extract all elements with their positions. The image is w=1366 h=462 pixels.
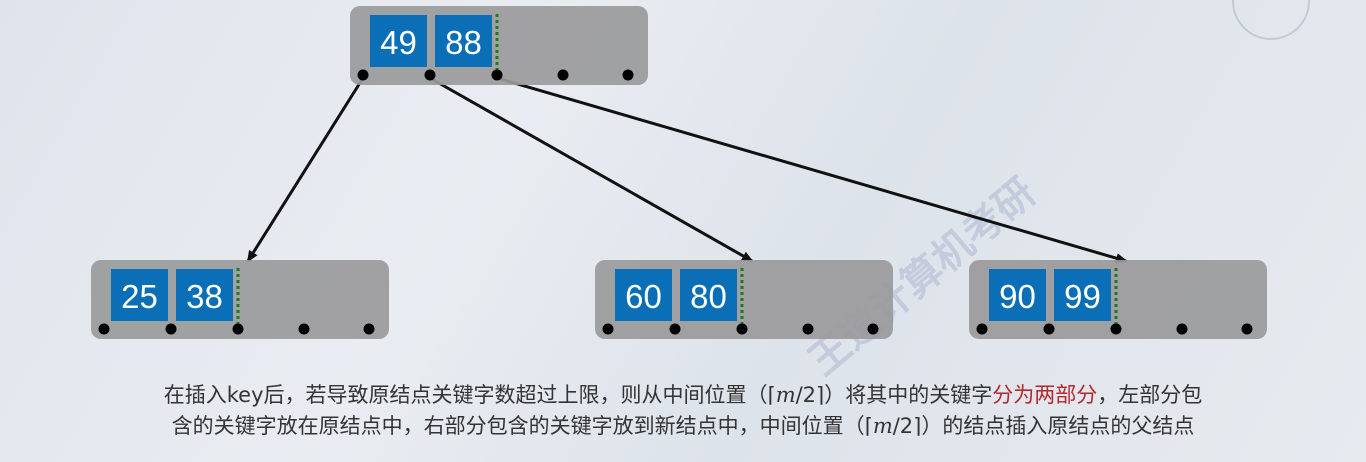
child-pointer-dot xyxy=(622,69,634,81)
btree-node-root: 49 88 xyxy=(350,6,648,85)
child-pointer-dot xyxy=(802,323,814,335)
child-pointer-dot xyxy=(736,323,748,335)
key-box xyxy=(435,15,492,67)
caption-text: 在插入key后，若导致原结点关键字数超过上限，则从中间位置（⌈ xyxy=(163,383,776,407)
key-label: 88 xyxy=(445,24,482,61)
edge-arrow-middle xyxy=(429,76,754,263)
key-label: 99 xyxy=(1064,278,1101,315)
key-label: 38 xyxy=(186,278,223,315)
key-label: 60 xyxy=(625,278,662,315)
child-pointer-dot xyxy=(165,323,177,335)
child-pointer-dot xyxy=(424,69,436,81)
child-pointer-dot xyxy=(1043,323,1055,335)
key-box xyxy=(680,269,737,321)
caption-math: m xyxy=(872,414,893,438)
caption-math: m xyxy=(775,383,796,407)
caption-text: /2⌉）的结点插入原结点的父结点 xyxy=(892,414,1195,438)
key-label: 49 xyxy=(380,24,417,61)
key-box xyxy=(370,15,427,67)
child-pointer-dot xyxy=(232,323,244,335)
key-box xyxy=(989,269,1046,321)
child-pointer-dot xyxy=(867,323,879,335)
child-pointer-dot xyxy=(1110,323,1122,335)
caption-highlight: 分为两部分 xyxy=(992,383,1098,407)
child-pointer-dot xyxy=(557,69,569,81)
child-pointer-dot xyxy=(669,323,681,335)
key-box xyxy=(111,269,168,321)
btree-node-left: 25 38 xyxy=(91,260,389,339)
key-label: 90 xyxy=(999,278,1036,315)
caption-text: /2⌉）将其中的关键字 xyxy=(795,383,993,407)
caption-line-2: 含的关键字放在原结点中，右部分包含的关键字放到新结点中，中间位置（⌈m/2⌉）的… xyxy=(0,411,1366,442)
child-pointer-dot xyxy=(357,69,369,81)
key-box xyxy=(615,269,672,321)
child-pointer-dot xyxy=(298,323,310,335)
child-pointer-dot xyxy=(98,323,110,335)
caption-line-1: 在插入key后，若导致原结点关键字数超过上限，则从中间位置（⌈m/2⌉）将其中的… xyxy=(0,380,1366,411)
edge-arrow-right xyxy=(496,76,1128,264)
child-pointer-dot xyxy=(1176,323,1188,335)
caption-text: 含的关键字放在原结点中，右部分包含的关键字放到新结点中，中间位置（⌈ xyxy=(171,414,873,438)
caption-text: ，左部分包 xyxy=(1097,383,1203,407)
child-pointer-dot xyxy=(602,323,614,335)
child-pointer-dot xyxy=(491,69,503,81)
caption: 在插入key后，若导致原结点关键字数超过上限，则从中间位置（⌈m/2⌉）将其中的… xyxy=(0,380,1366,442)
key-label: 25 xyxy=(121,278,158,315)
key-label: 80 xyxy=(690,278,727,315)
btree-node-right: 90 99 xyxy=(969,260,1267,339)
child-pointer-dot xyxy=(976,323,988,335)
key-box xyxy=(176,269,233,321)
edge-arrow-left xyxy=(246,77,365,263)
key-box xyxy=(1054,269,1111,321)
btree-node-middle: 60 80 xyxy=(595,260,893,339)
child-pointer-dot xyxy=(1241,323,1253,335)
child-pointer-dot xyxy=(363,323,375,335)
